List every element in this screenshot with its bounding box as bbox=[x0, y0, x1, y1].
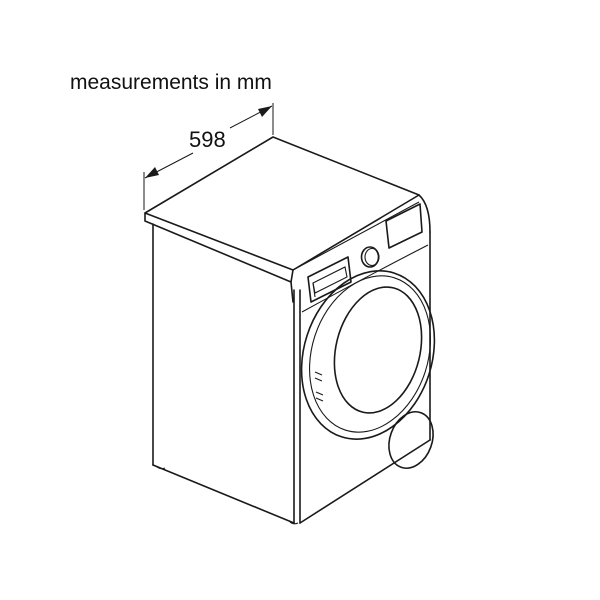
foot-front bbox=[289, 521, 299, 525]
arrow-right-icon bbox=[258, 106, 272, 117]
side-panel bbox=[152, 223, 301, 524]
program-knob-ring bbox=[364, 247, 380, 267]
worktop bbox=[144, 136, 420, 303]
service-flap bbox=[388, 411, 434, 469]
front-panel bbox=[292, 194, 431, 524]
dimension-width-label: 598 bbox=[189, 127, 226, 152]
caption-measurements: measurements in mm bbox=[70, 71, 272, 94]
detergent-drawer[interactable] bbox=[307, 256, 352, 303]
arrow-left-icon bbox=[145, 167, 159, 178]
display-screen bbox=[385, 203, 423, 249]
width-dimension: 598 bbox=[143, 103, 274, 210]
door[interactable] bbox=[281, 253, 456, 456]
foot-left bbox=[155, 465, 166, 470]
